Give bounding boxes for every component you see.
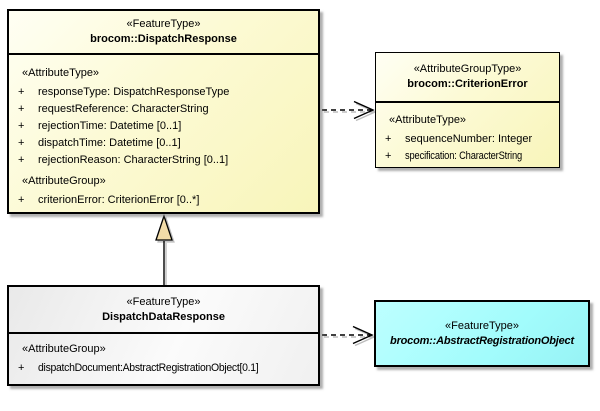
visibility-marker: + (385, 132, 392, 145)
dependency-arrow-criterion-error[interactable] (322, 100, 377, 122)
attribute-row[interactable]: + dispatchTime: Datetime [0..1] (9, 134, 318, 151)
visibility-marker: + (385, 149, 392, 162)
attribute-text: requestReference: CharacterString (38, 102, 209, 115)
attribute-text: sequenceNumber: Integer (405, 132, 533, 145)
generalization-arrow[interactable] (155, 213, 175, 287)
attribute-text: rejectionTime: Datetime [0..1] (38, 119, 182, 132)
visibility-marker: + (18, 85, 25, 98)
class-header: «FeatureType» brocom::DispatchResponse (9, 11, 318, 55)
attribute-row[interactable]: + sequenceNumber: Integer (376, 130, 559, 147)
class-box-dispatch-response[interactable]: «FeatureType» brocom::DispatchResponse «… (7, 9, 320, 214)
attribute-text: specification: CharacterString (405, 149, 523, 162)
attribute-group-header: «AttributeGroup» (22, 343, 106, 355)
class-box-criterion-error[interactable]: «AttributeGroupType» brocom::CriterionEr… (375, 52, 560, 168)
attribute-text: rejectionReason: CharacterString [0..1] (38, 153, 229, 166)
class-box-dispatch-data-response[interactable]: «FeatureType» DispatchDataResponse «Attr… (7, 285, 320, 386)
attributes-compartment: «AttributeGroup» + dispatchDocument:Abst… (9, 334, 318, 376)
attribute-group-header: «AttributeType» (389, 114, 467, 126)
attribute-row[interactable]: + specification: CharacterString (376, 147, 559, 164)
visibility-marker: + (18, 119, 25, 132)
attribute-row[interactable]: + rejectionReason: CharacterString [0..1… (9, 151, 318, 168)
class-header: «FeatureType» DispatchDataResponse (9, 287, 318, 334)
stereotype-label: «AttributeGroupType» (413, 63, 522, 75)
class-name: DispatchDataResponse (102, 310, 225, 323)
class-name: brocom::AbstractRegistrationObject (390, 334, 574, 347)
attribute-row[interactable]: + rejectionTime: Datetime [0..1] (9, 117, 318, 134)
visibility-marker: + (18, 193, 25, 206)
stereotype-label: «FeatureType» (126, 295, 201, 308)
class-header: «AttributeGroupType» brocom::CriterionEr… (376, 53, 559, 103)
attribute-row[interactable]: + requestReference: CharacterString (9, 100, 318, 117)
attribute-text: criterionError: CriterionError [0..*] (38, 193, 200, 206)
visibility-marker: + (18, 136, 25, 149)
attribute-row[interactable]: + dispatchDocument:AbstractRegistrationO… (9, 359, 318, 376)
attribute-row[interactable]: + criterionError: CriterionError [0..*] (9, 191, 318, 208)
visibility-marker: + (18, 153, 25, 166)
class-box-abstract-registration-object[interactable]: «FeatureType» brocom::AbstractRegistrati… (374, 300, 590, 367)
triangle-arrowhead-icon (155, 213, 173, 241)
stereotype-label: «FeatureType» (445, 319, 519, 332)
attributes-compartment: «AttributeType» + responseType: Dispatch… (9, 55, 318, 208)
attribute-group-header: «AttributeType» (22, 67, 100, 79)
open-arrowhead-icon (352, 325, 374, 345)
attribute-row[interactable]: + responseType: DispatchResponseType (9, 83, 318, 100)
attribute-text: dispatchDocument:AbstractRegistrationObj… (38, 361, 259, 374)
attribute-text: dispatchTime: Datetime [0..1] (38, 136, 181, 149)
attributes-compartment: «AttributeType» + sequenceNumber: Intege… (376, 103, 559, 164)
visibility-marker: + (18, 361, 25, 374)
class-header: «FeatureType» brocom::AbstractRegistrati… (376, 302, 588, 365)
visibility-marker: + (18, 102, 25, 115)
class-name: brocom::CriterionError (407, 78, 528, 90)
class-name: brocom::DispatchResponse (90, 33, 237, 45)
open-arrowhead-icon (353, 100, 375, 120)
dependency-arrow-abstract-registration-object[interactable] (322, 325, 376, 347)
attribute-group-header: «AttributeGroup» (22, 175, 106, 187)
stereotype-label: «FeatureType» (126, 18, 201, 30)
attribute-text: responseType: DispatchResponseType (38, 85, 230, 98)
